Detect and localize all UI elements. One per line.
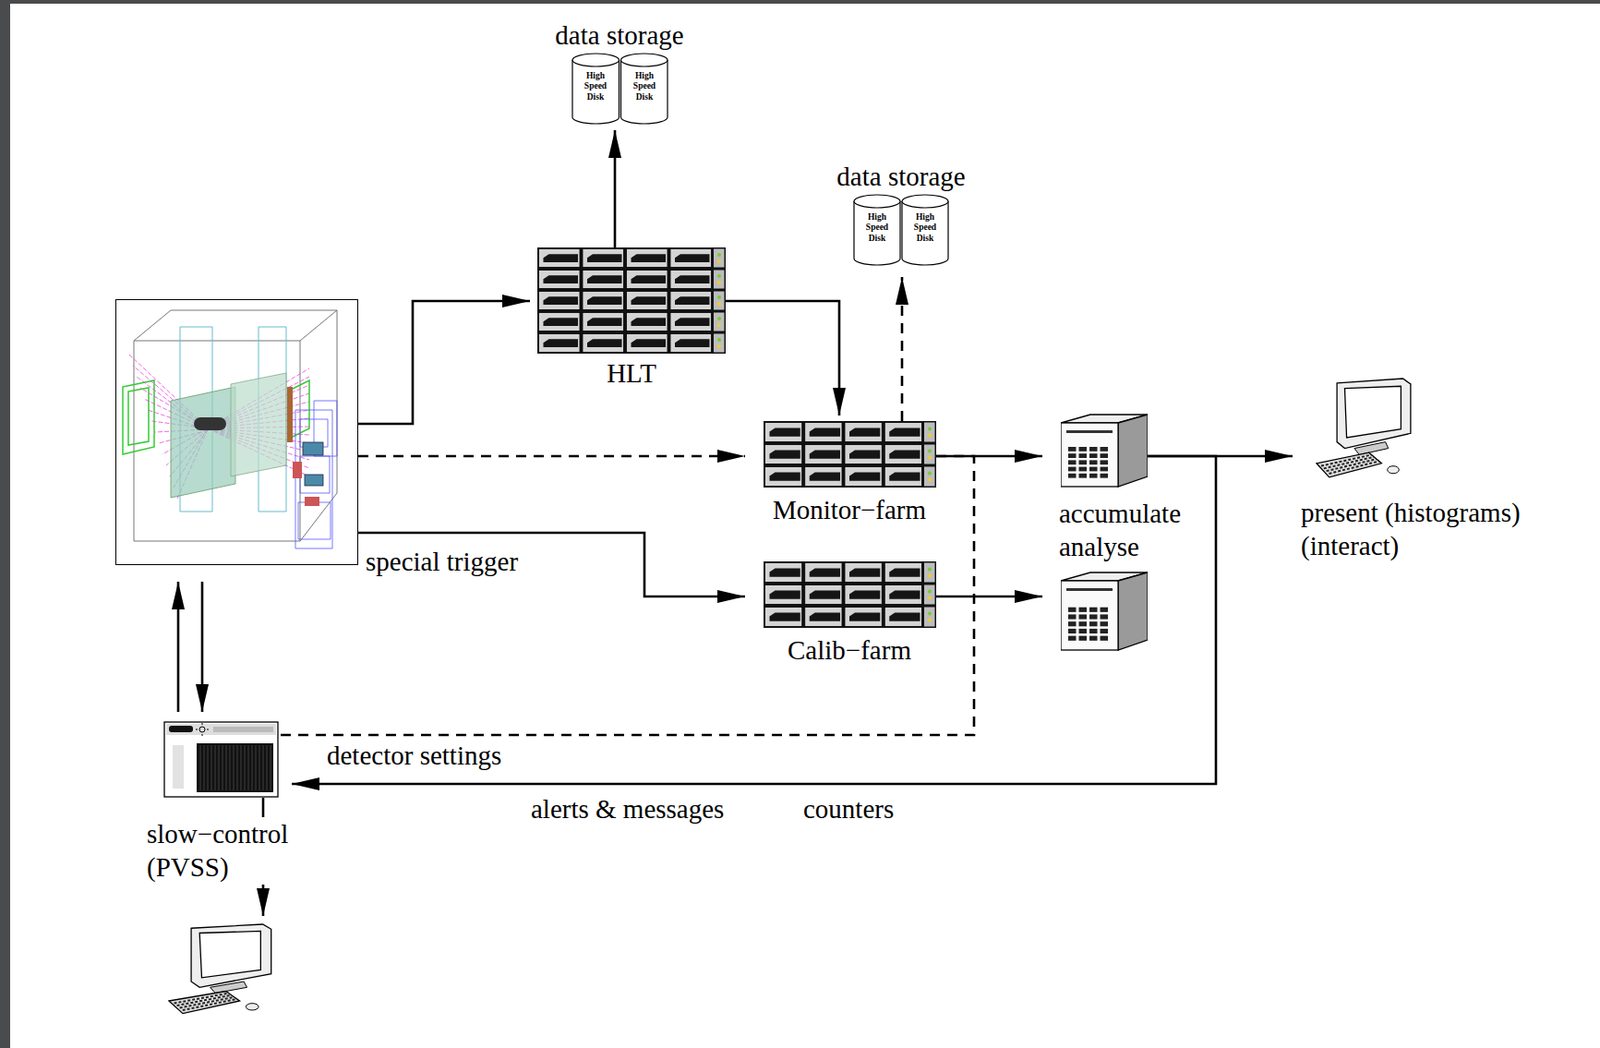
workstation: present (histograms) (interact)	[1315, 377, 1413, 485]
free-label: alerts & messages	[529, 792, 726, 826]
data-storage: data storageHigh Speed DiskHigh Speed Di…	[853, 193, 950, 266]
edge-label: detector settings	[324, 738, 504, 772]
free-label: counters	[801, 792, 896, 826]
node-label: present (histograms) (interact)	[1300, 495, 1564, 564]
node-label: HLT	[606, 356, 657, 390]
icon	[763, 561, 937, 628]
server-rack: Monitor−farm	[763, 421, 937, 488]
connector	[725, 300, 840, 416]
connector	[936, 455, 1043, 458]
server-rack: Calib−farm	[763, 561, 937, 628]
slow-control-panel: slow−control (PVSS)	[163, 721, 279, 798]
node-label: Calib−farm	[787, 633, 912, 667]
server-tower	[1060, 571, 1148, 651]
detector-box	[115, 299, 359, 566]
disk-label: High Speed Disk	[858, 212, 896, 244]
server-rack: HLT	[537, 247, 726, 354]
disk-label: High Speed Disk	[625, 71, 663, 103]
workstation	[168, 923, 274, 1021]
connector	[358, 300, 530, 424]
node-label: data storage	[554, 18, 684, 52]
data-storage: data storageHigh Speed DiskHigh Speed Di…	[571, 52, 669, 125]
node-label: Monitor−farm	[772, 493, 927, 527]
connector	[358, 455, 746, 458]
icon	[1315, 377, 1413, 485]
connector	[201, 581, 205, 712]
connector	[613, 130, 617, 248]
node-label: data storage	[836, 159, 965, 193]
connector	[358, 532, 746, 597]
icon	[163, 721, 279, 798]
disk-label: High Speed Disk	[577, 71, 614, 103]
icon	[1060, 413, 1148, 488]
icon	[537, 247, 726, 354]
server-tower: accumulate analyse	[1060, 413, 1148, 488]
connector	[278, 456, 975, 735]
connector	[936, 595, 1043, 599]
connector	[901, 276, 904, 422]
node-label: slow−control (PVSS)	[146, 817, 327, 885]
icon	[763, 421, 937, 488]
icon	[115, 299, 359, 566]
connector	[177, 581, 181, 712]
disk-label: High Speed Disk	[906, 212, 944, 244]
icon	[168, 923, 274, 1021]
node-label: accumulate analyse	[1058, 496, 1216, 565]
edge-label: special trigger	[363, 544, 520, 578]
icon	[1060, 571, 1148, 651]
